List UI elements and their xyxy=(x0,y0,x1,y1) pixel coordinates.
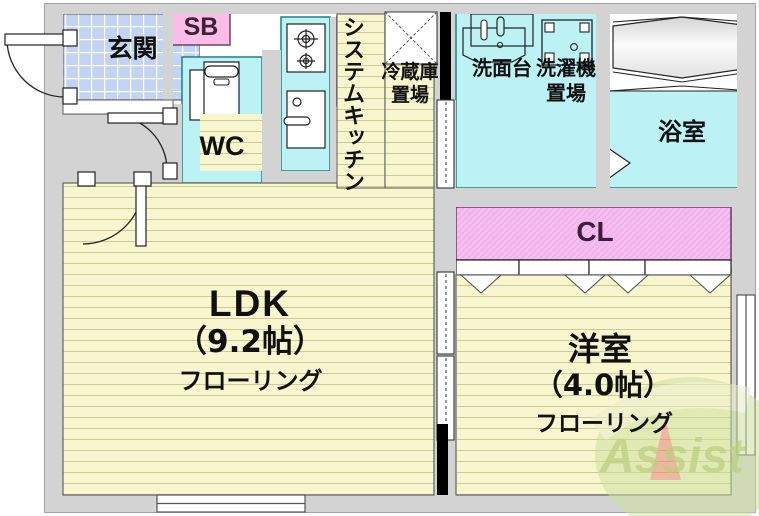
floor-overlay xyxy=(62,11,732,496)
window-ldk-bottom xyxy=(156,494,306,513)
system-kitchen xyxy=(280,16,331,172)
genkan-inner-door xyxy=(107,107,178,180)
wc-door xyxy=(77,171,152,247)
watermark-logo xyxy=(589,377,759,516)
sliding-door-washroom xyxy=(436,99,455,189)
washroom xyxy=(455,11,601,189)
entrance-door xyxy=(4,29,78,105)
shoe-box xyxy=(171,11,231,46)
sliding-door-bedroom xyxy=(436,271,455,495)
bathroom xyxy=(607,11,755,189)
